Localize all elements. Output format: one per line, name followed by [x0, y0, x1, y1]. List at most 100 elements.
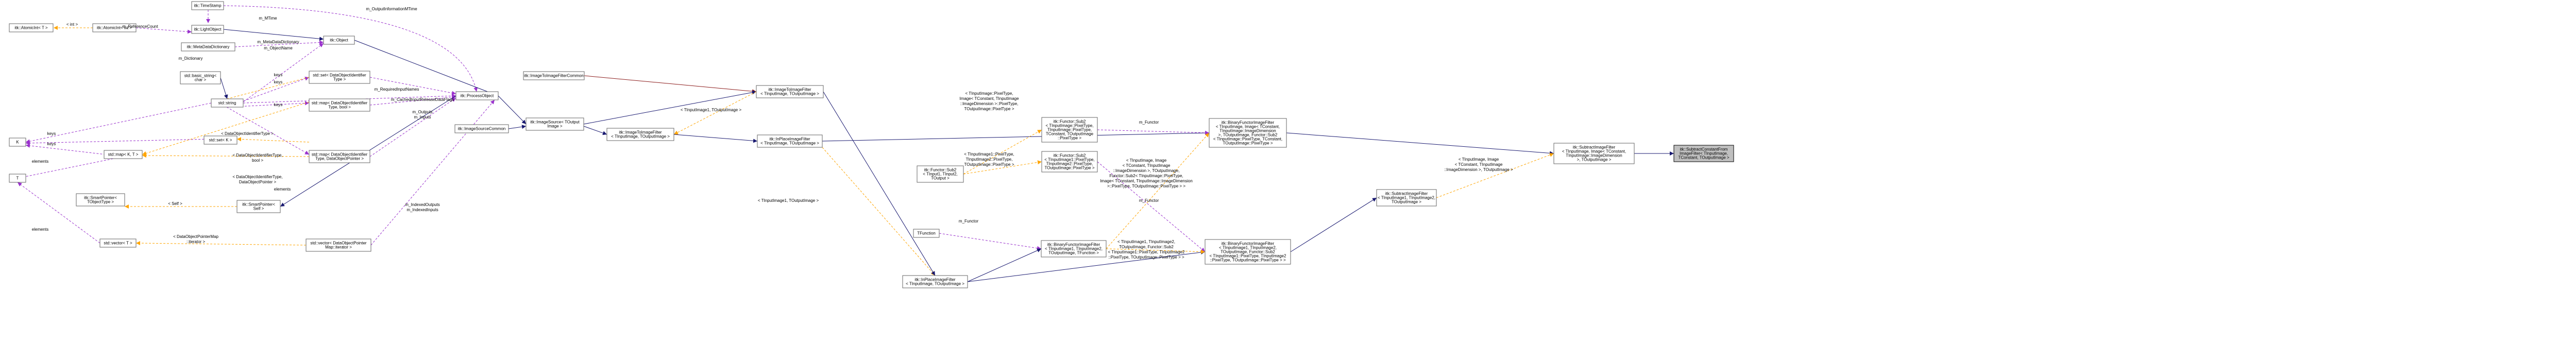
edge-label-sub2-c-label-3: TOutputImage::PixelType >	[964, 162, 1014, 167]
node-label: std::set< DataObjectIdentifier	[313, 73, 366, 78]
node-imagetoimagefilter-a[interactable]: itk::ImageToImageFilter< TInputImage, TO…	[756, 85, 824, 98]
node-label: < TInputImage, Image< TConstant,	[1562, 149, 1626, 154]
node-object[interactable]: itk::Object	[323, 36, 355, 45]
node-binaryfunctorimagefilter-a[interactable]: itk::BinaryFunctorImageFilter< TInputIma…	[1041, 240, 1107, 258]
node-metadatadictionary[interactable]: itk::MetaDataDictionary	[181, 42, 235, 52]
edge-label-bfif-c-label-4: ::PixelType, TOutputImage::PixelType > >	[1108, 255, 1184, 260]
edge-label-functor-2: m_Functor	[1139, 198, 1159, 203]
node-label: itk::Functor::Sub2	[1054, 119, 1086, 124]
node-lightobject[interactable]: itk::LightObject	[191, 25, 224, 34]
edge-label-sub2-b-label-2: Image< TConstant, TInputImage	[959, 96, 1019, 101]
node-label: < TInputImage1::PixelType, TInputImage2	[1210, 254, 1286, 259]
edge-50	[1290, 197, 1377, 252]
edge-label-bfif-b-label-5: Image< TConstant, TInputImage::ImageDime…	[1100, 179, 1193, 183]
node-atomic-int-int[interactable]: itk::AtomicInt< int >	[92, 23, 137, 32]
node-label: itk::BinaryFunctorImageFilter	[1047, 243, 1100, 247]
edge-label-referencecount: m_ReferenceCount	[122, 24, 158, 29]
node-k[interactable]: K	[9, 138, 26, 147]
node-map-dataobjectidentifier-pointer[interactable]: std::map< DataObjectIdentifierType, Data…	[309, 150, 370, 163]
node-functor-sub2-a[interactable]: itk::Functor::Sub2< TInput1, TInput2,TOu…	[917, 165, 964, 183]
edge-label-dictionary: m_Dictionary	[179, 56, 203, 61]
edge-12	[226, 107, 310, 155]
edge-label-sub2-c-label-1: < TInputImage1::PixelType,	[964, 152, 1014, 157]
edge-21	[17, 182, 100, 244]
edge-45	[967, 248, 1042, 282]
node-subtractimagefilter-a[interactable]: itk::SubtractImageFilter< TInputImage1, …	[1376, 189, 1437, 207]
node-label: itk::AtomicInt< T >	[14, 26, 48, 30]
node-tfunction[interactable]: TFunction	[913, 229, 940, 238]
node-t[interactable]: T	[9, 174, 26, 183]
node-functor-sub2-b[interactable]: itk::Functor::Sub2< TInputImage::PixelTy…	[1041, 117, 1098, 143]
node-subtractimagefilter-b[interactable]: itk::SubtractImageFilter< TInputImage, I…	[1553, 143, 1635, 164]
node-label: T	[16, 176, 19, 181]
node-label: itk::ImageSourceCommon	[458, 127, 505, 131]
node-smartpointer-dataobject[interactable]: itk::SmartPointer<TObjectType >	[76, 193, 125, 207]
node-imagetoimagefiltercommon[interactable]: itk::ImageToImageFilterCommon	[523, 71, 585, 80]
node-label: itk::InPlaceImageFilter	[769, 137, 810, 142]
node-label: itk::BinaryFunctorImageFilter	[1222, 242, 1275, 246]
edge-label-bfif-c-label-3: < TInputImage1::PixelType, TInputImage2	[1108, 250, 1185, 254]
edge-label-cachedinputreleasedataflags: m_CachedInputReleaseDataFlags	[391, 97, 454, 102]
node-inplaceimagefilter-b[interactable]: itk::InPlaceImageFilter< TInputImage, TO…	[902, 275, 968, 288]
edge-label-outputs-inputs-2: m_Inputs	[414, 115, 431, 119]
edge-7	[243, 43, 324, 102]
node-label: TInputImage::ImageDimension	[1219, 129, 1276, 133]
node-imagetoimagefilter-b[interactable]: itk::ImageToImageFilter< TInputImage, TO…	[606, 128, 674, 141]
edge-label-bfif-b-label-2: < TConstant, TInputImage	[1123, 163, 1171, 168]
nodes: itk::AtomicInt< T > itk::AtomicInt< int >…	[9, 1, 1734, 288]
node-label: itk::InPlaceImageFilter	[914, 278, 955, 282]
node-label: char >	[195, 78, 207, 82]
node-label: itk::MetaDataDictionary	[187, 45, 230, 49]
node-label: std::vector< T >	[104, 241, 132, 246]
node-box	[913, 229, 940, 238]
node-functor-sub2-c[interactable]: itk::Functor::Sub2< TInputImage1::PixelT…	[1041, 151, 1098, 173]
node-box	[309, 150, 370, 163]
node-binaryfunctorimagefilter-b[interactable]: itk::BinaryFunctorImageFilter< TInputIma…	[1209, 118, 1287, 148]
edge-label-elements-2: elements	[32, 227, 48, 232]
node-box	[181, 42, 235, 52]
node-box	[1209, 118, 1287, 148]
node-timestamp[interactable]: itk::TimeStamp	[191, 1, 224, 10]
node-set-k[interactable]: std::set< K >	[204, 135, 238, 145]
node-box	[756, 85, 824, 98]
node-binaryfunctorimagefilter-c[interactable]: itk::BinaryFunctorImageFilter< TInputIma…	[1205, 239, 1291, 265]
node-label: Self >	[253, 207, 264, 211]
edge-label-objectname: m_ObjectName	[264, 46, 293, 50]
node-label: < TInputImage1, TInputImage2,	[1219, 246, 1277, 250]
node-string[interactable]: std::string	[211, 98, 244, 108]
node-processobject[interactable]: itk::ProcessObject	[455, 91, 499, 100]
node-box	[1673, 145, 1734, 162]
node-label: TInputImage2::PixelType,	[1046, 162, 1093, 166]
node-label: TOutputImage::PixelType >	[1044, 166, 1094, 170]
node-label: TFunction	[917, 231, 936, 236]
node-atomic-int-t[interactable]: itk::AtomicInt< T >	[9, 23, 54, 32]
node-smartpointer-self[interactable]: itk::SmartPointer<Self >	[236, 200, 281, 213]
node-inplaceimagefilter-a[interactable]: itk::InPlaceImageFilter< TInputImage, TO…	[757, 134, 823, 148]
node-vector-t[interactable]: std::vector< T >	[99, 238, 137, 248]
edge-label-keys-2: keys	[274, 80, 282, 84]
node-label: >, TOutputImage >	[1577, 158, 1612, 162]
edge-19	[369, 97, 456, 157]
node-label: TInputImage::PixelType,	[1047, 128, 1092, 132]
node-map-dataobjectidentifier-bool[interactable]: std::map< DataObjectIdentifierType, bool…	[309, 98, 370, 112]
node-box	[1041, 240, 1107, 258]
node-imagesource[interactable]: itk::ImageSource< TOutputImage >	[526, 117, 584, 131]
node-set-dataobjectidentifier[interactable]: std::set< DataObjectIdentifierType >	[309, 71, 370, 84]
node-label: < TInput1, TInput2,	[923, 172, 958, 177]
edge-32	[584, 75, 757, 94]
node-map-k-t[interactable]: std::map< K, T >	[104, 150, 143, 159]
node-label: < TInputImage, TOutputImage >	[760, 141, 819, 146]
node-label: < TInputImage::PixelType,	[1045, 124, 1093, 128]
node-basic-string[interactable]: std::basic_string<char >	[180, 71, 221, 84]
node-label: TConstant, TOutputImage >	[1678, 156, 1729, 160]
node-box	[454, 124, 509, 133]
edge-29	[135, 241, 307, 246]
edge-11	[226, 101, 310, 108]
edge-label-sub-b-label-1: < TInputImage, Image	[1459, 157, 1499, 162]
node-label: itk::ProcessObject	[461, 94, 494, 98]
node-vector-dataobjectpointermap[interactable]: std::vector< DataObjectPointerMap::itera…	[306, 238, 371, 252]
edge-label-sub2-b-label-4: TOutputImage::PixelType >	[964, 107, 1014, 111]
node-label: itk::Functor::Sub2	[1054, 153, 1086, 158]
node-imagesourcecommon[interactable]: itk::ImageSourceCommon	[454, 124, 509, 133]
